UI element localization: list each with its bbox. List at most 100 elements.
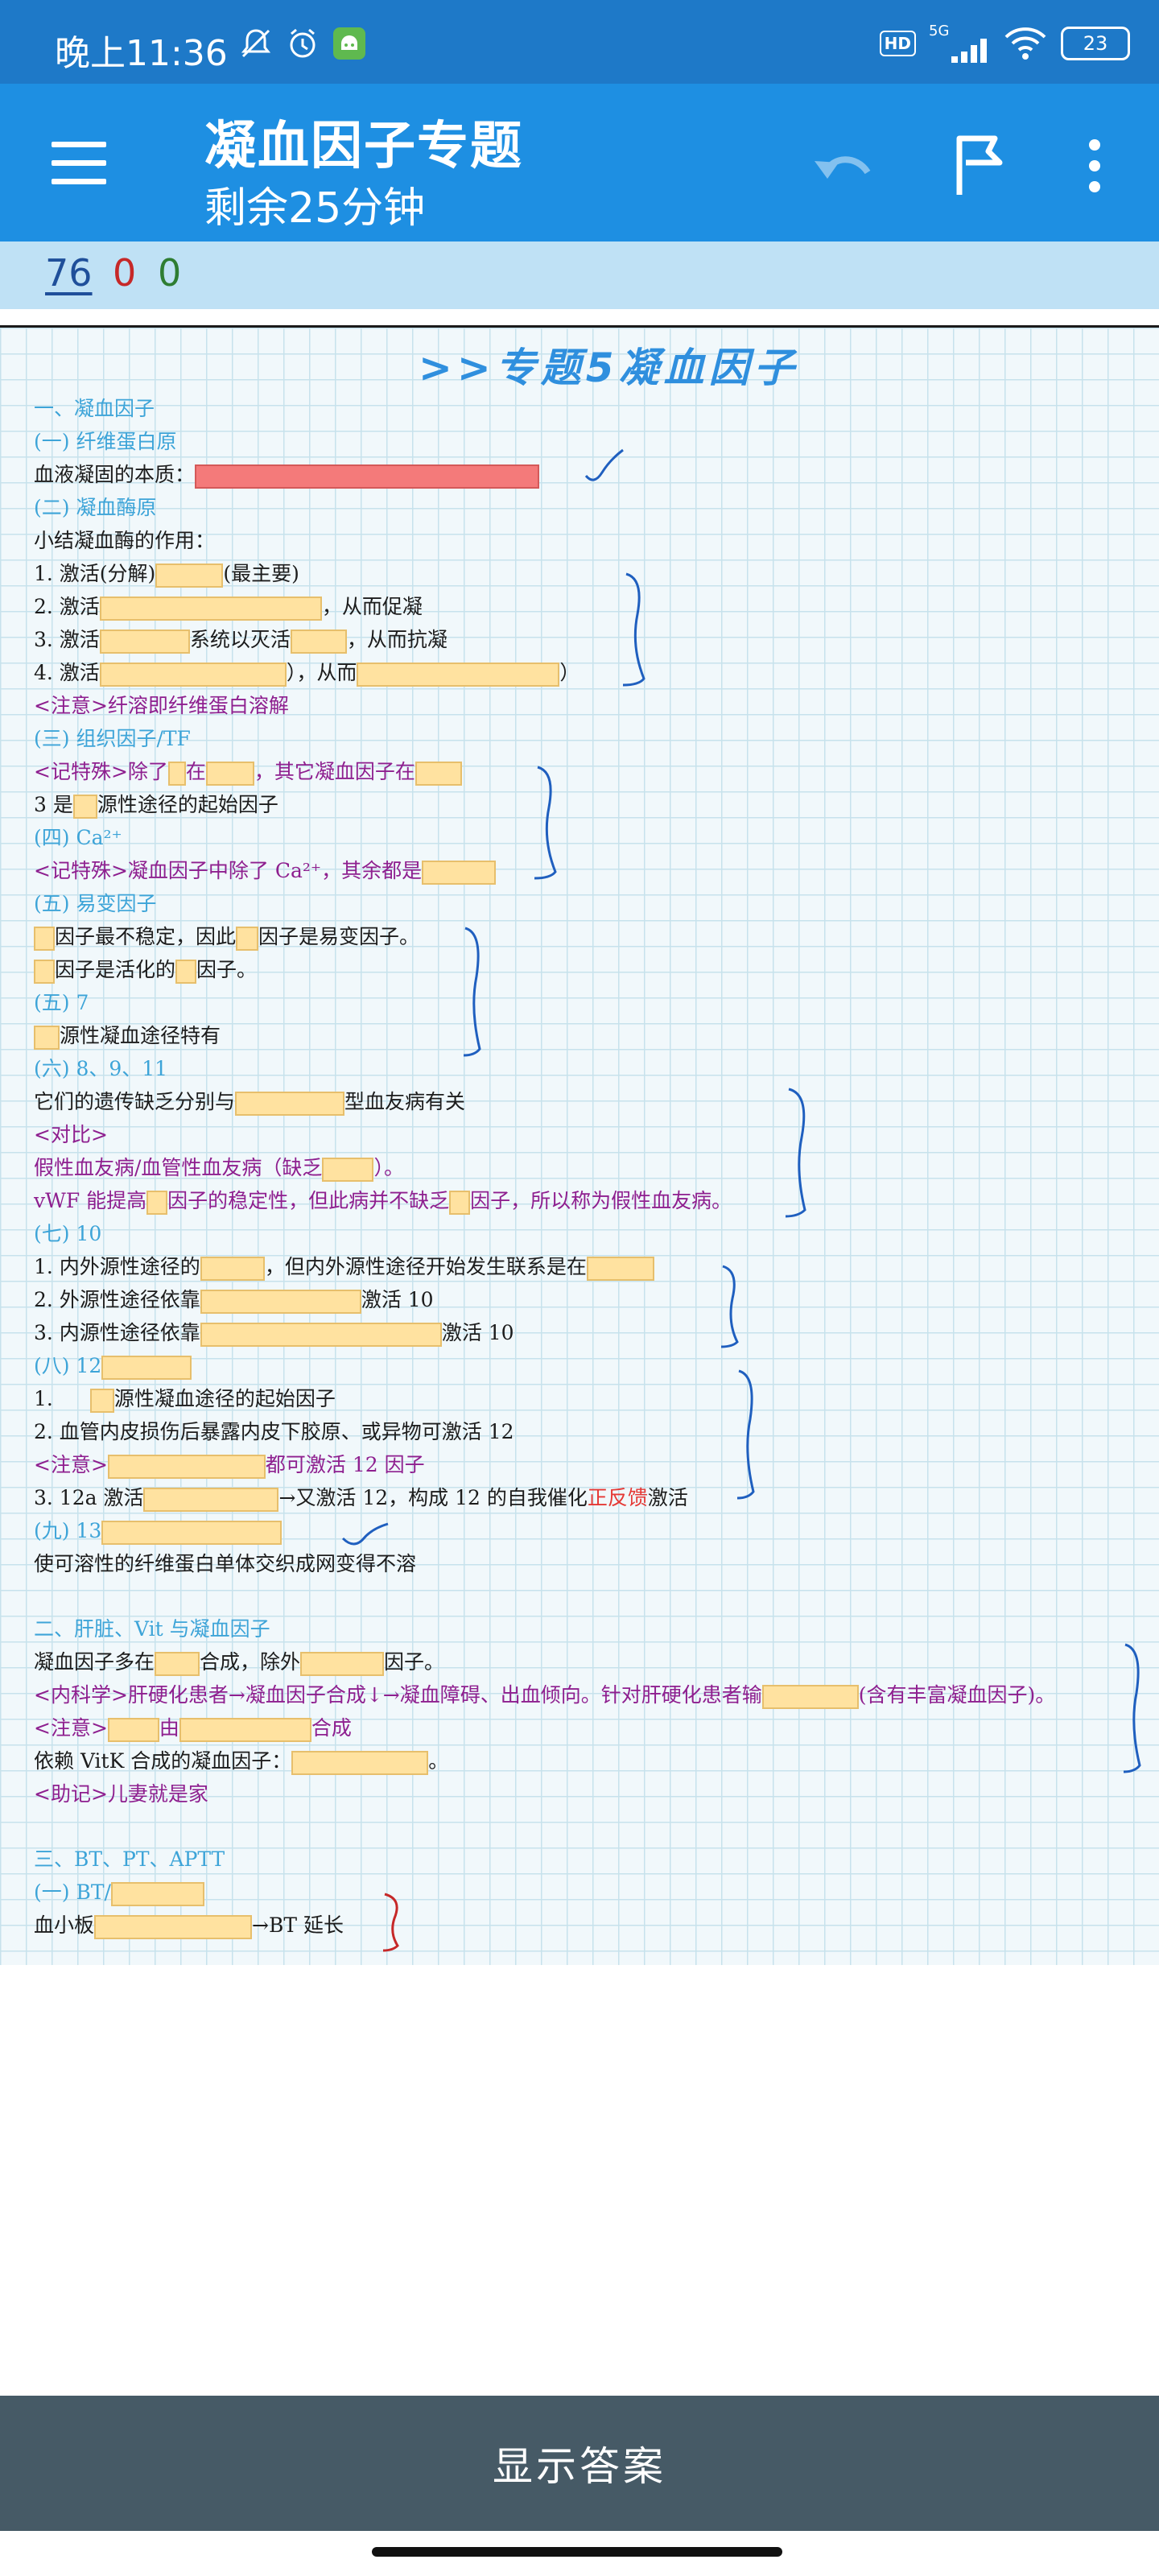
cloze-box[interactable] bbox=[107, 1454, 266, 1479]
cloze-box[interactable] bbox=[175, 959, 197, 984]
wifi-icon bbox=[1003, 26, 1048, 61]
cloze-box[interactable] bbox=[167, 761, 186, 786]
line-text: 血小板 bbox=[34, 1913, 95, 1937]
line-text: 依赖 VitK 合成的凝血因子： bbox=[34, 1749, 292, 1773]
note-line: 1. 内外源性途径的，但内外源性途径开始发生联系是在 bbox=[34, 1253, 654, 1281]
flag-icon[interactable] bbox=[950, 134, 1011, 196]
cloze-box[interactable] bbox=[586, 1256, 654, 1281]
note-line: 3. 激活系统以灭活，从而抗凝 bbox=[34, 626, 448, 654]
cloze-box[interactable] bbox=[72, 794, 97, 819]
note-line: 假性血友病/血管性血友病（缺乏 ）。 bbox=[34, 1154, 404, 1182]
line-text: 假性血友病/血管性血友病（缺乏 bbox=[34, 1156, 323, 1179]
cloze-box[interactable] bbox=[146, 1190, 168, 1215]
line-text: <内科学>肝硬化患者→凝血因子合成↓→凝血障碍、出血倾向。针对肝硬化患者输 bbox=[34, 1683, 762, 1707]
section-heading: 二、肝脏、Vit 与凝血因子 bbox=[34, 1617, 270, 1641]
count-review: 0 bbox=[158, 251, 182, 295]
cloze-box[interactable] bbox=[236, 926, 259, 951]
cloze-box[interactable] bbox=[291, 1750, 429, 1775]
hamburger-menu-icon[interactable] bbox=[52, 142, 106, 187]
cloze-box[interactable] bbox=[101, 1355, 192, 1380]
line-text: 3 是 bbox=[34, 793, 73, 816]
cloze-box[interactable] bbox=[99, 629, 190, 654]
cloze-box[interactable] bbox=[101, 1520, 283, 1545]
brace-icon bbox=[534, 766, 557, 880]
line-text: <注意> bbox=[34, 1716, 108, 1740]
cloze-box[interactable] bbox=[143, 1487, 279, 1512]
line-text: 1. 激活(分解) bbox=[34, 562, 156, 585]
gesture-handle[interactable] bbox=[372, 2547, 782, 2557]
note-line: <助记>儿妻就是家 bbox=[34, 1782, 208, 1806]
cloze-box[interactable] bbox=[179, 1717, 311, 1742]
cloze-box[interactable] bbox=[107, 1717, 159, 1742]
line-text: 因子。 bbox=[384, 1650, 445, 1674]
cloze-box[interactable] bbox=[89, 1388, 114, 1413]
line-text: 合成，除外 bbox=[200, 1650, 301, 1674]
brace-icon bbox=[1123, 1643, 1141, 1773]
note-line: 依赖 VitK 合成的凝血因子：。 bbox=[34, 1748, 448, 1775]
line-text: vWF 能提高 bbox=[34, 1189, 147, 1212]
cloze-box[interactable] bbox=[235, 1091, 345, 1116]
line-text: (最主要) bbox=[223, 562, 299, 585]
show-answer-button[interactable]: 显示答案 bbox=[0, 2396, 1159, 2531]
note-line: <注意>都可激活 12 因子 bbox=[34, 1451, 425, 1479]
line-text: <注意> bbox=[34, 1453, 108, 1476]
line-text: →BT 延长 bbox=[252, 1913, 344, 1937]
line-text: 因子的稳定性，但此病并不缺乏 bbox=[167, 1189, 450, 1212]
line-text: 激活 10 bbox=[361, 1288, 434, 1311]
cloze-box[interactable] bbox=[205, 761, 254, 786]
alarm-icon bbox=[285, 26, 320, 61]
cloze-box[interactable] bbox=[449, 1190, 471, 1215]
subsection-heading: (七) 10 bbox=[34, 1222, 102, 1245]
subsection-heading: (八) 12 bbox=[34, 1352, 192, 1380]
cloze-box[interactable] bbox=[99, 662, 287, 687]
cloze-box[interactable] bbox=[34, 1025, 60, 1050]
line-text: 由 bbox=[159, 1716, 179, 1740]
line-text: 血液凝固的本质： bbox=[34, 463, 196, 486]
cloze-box[interactable] bbox=[761, 1684, 859, 1709]
count-new[interactable]: 76 bbox=[45, 251, 93, 295]
cloze-box[interactable] bbox=[200, 1289, 361, 1314]
line-text: 3. 12a 激活 bbox=[34, 1486, 144, 1509]
count-learning: 0 bbox=[113, 251, 137, 295]
page-title: 凝血因子专题 bbox=[204, 117, 523, 176]
subsection-heading: (一) 纤维蛋白原 bbox=[34, 430, 177, 453]
cloze-box[interactable] bbox=[34, 926, 55, 951]
note-line: <注意>纤溶即纤维蛋白溶解 bbox=[34, 694, 289, 717]
cloze-box[interactable] bbox=[34, 959, 55, 984]
cloze-box[interactable] bbox=[94, 1914, 253, 1939]
cloze-box[interactable] bbox=[195, 464, 540, 489]
network-label: 5G bbox=[929, 23, 950, 39]
line-text: 2. 外源性途径依靠 bbox=[34, 1288, 200, 1311]
note-line: <记特殊>除了在，其它凝血因子在 bbox=[34, 758, 462, 786]
undo-icon[interactable] bbox=[810, 137, 874, 193]
cloze-box[interactable] bbox=[322, 1157, 374, 1182]
cloze-box[interactable] bbox=[415, 761, 462, 786]
note-line: <内科学>肝硬化患者→凝血因子合成↓→凝血障碍、出血倾向。针对肝硬化患者输(含有… bbox=[34, 1682, 1055, 1709]
note-line: <注意>由合成 bbox=[34, 1715, 352, 1742]
cloze-box[interactable] bbox=[290, 629, 347, 654]
section-heading: 一、凝血因子 bbox=[34, 397, 155, 420]
cloze-box[interactable] bbox=[200, 1322, 442, 1347]
line-text: ）。 bbox=[373, 1156, 404, 1179]
cloze-box[interactable] bbox=[99, 596, 322, 621]
line-text: ，从而抗凝 bbox=[346, 628, 448, 651]
cloze-box[interactable] bbox=[155, 563, 224, 588]
line-text: ），从而 bbox=[286, 661, 357, 684]
checkmark-icon bbox=[341, 1522, 389, 1546]
line-text: 系统以灭活 bbox=[189, 628, 291, 651]
cloze-box[interactable] bbox=[300, 1651, 385, 1676]
more-options-icon[interactable] bbox=[1085, 137, 1104, 195]
cloze-box[interactable] bbox=[155, 1651, 200, 1676]
cloze-box[interactable] bbox=[200, 1256, 265, 1281]
note-line: <对比> bbox=[34, 1123, 108, 1146]
note-line: 因子是活化的因子。 bbox=[34, 956, 257, 984]
brace-icon bbox=[382, 1893, 399, 1952]
cloze-box[interactable] bbox=[357, 662, 560, 687]
cloze-box[interactable] bbox=[422, 860, 497, 885]
cloze-box[interactable] bbox=[110, 1881, 204, 1906]
section-heading: 三、BT、PT、APTT bbox=[34, 1847, 225, 1871]
subsection-heading: (一) BT/ bbox=[34, 1879, 204, 1906]
subsection-heading: (五) 7 bbox=[34, 991, 89, 1014]
note-line: 使可溶性的纤维蛋白单体交织成网变得不溶 bbox=[34, 1552, 417, 1575]
line-text: 3. 内源性途径依靠 bbox=[34, 1321, 200, 1344]
